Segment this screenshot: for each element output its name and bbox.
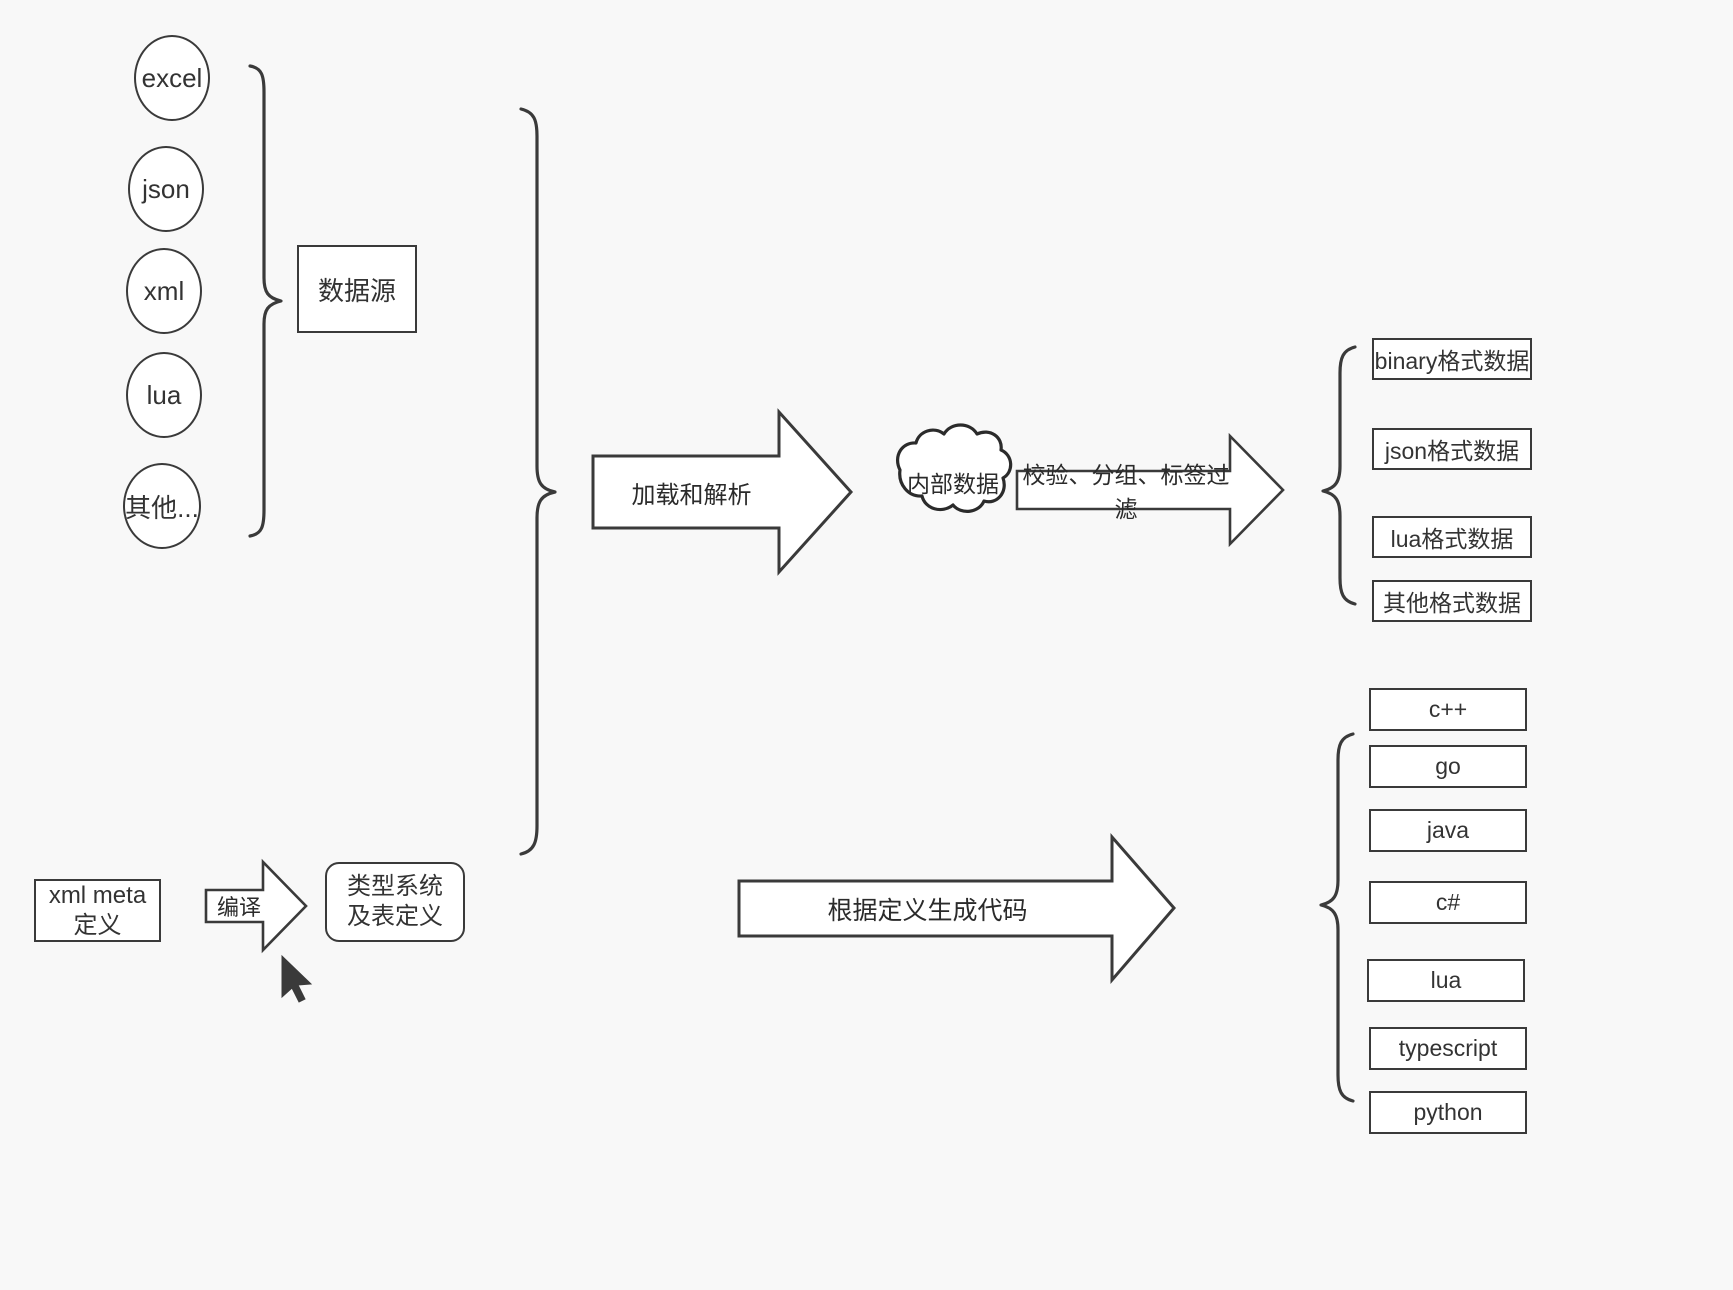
output-language-typescript-label: typescript — [1398, 1035, 1498, 1061]
output-format-lua[interactable]: lua格式数据 — [1372, 516, 1532, 558]
output-format-other[interactable]: 其他格式数据 — [1372, 580, 1532, 622]
output-language-python[interactable]: python — [1369, 1091, 1527, 1134]
datasource-json[interactable]: json — [128, 146, 204, 232]
output-format-json-label: json格式数据 — [1384, 438, 1520, 464]
output-language-csharp[interactable]: c# — [1369, 881, 1527, 924]
output-language-go[interactable]: go — [1369, 745, 1527, 788]
output-language-lua[interactable]: lua — [1367, 959, 1525, 1002]
type-system-label: 类型系统及表定义 — [347, 873, 443, 930]
datasource-lua[interactable]: lua — [126, 352, 202, 438]
datasource-other[interactable]: 其他... — [123, 463, 201, 549]
arrow-compile — [204, 858, 308, 954]
output-format-binary[interactable]: binary格式数据 — [1372, 338, 1532, 380]
output-format-json[interactable]: json格式数据 — [1372, 428, 1532, 470]
datasource-json-label: json — [142, 173, 190, 204]
arrow-load-parse — [591, 408, 854, 576]
brace-pipeline-input — [519, 107, 557, 856]
arrow-generate-code — [737, 833, 1176, 985]
output-format-lua-label: lua格式数据 — [1390, 526, 1514, 552]
datasource-group-label: 数据源 — [317, 275, 396, 306]
xml-meta-definition-box[interactable]: xml meta定义 — [34, 879, 161, 942]
output-language-typescript[interactable]: typescript — [1369, 1027, 1527, 1070]
datasource-group-box[interactable]: 数据源 — [297, 245, 417, 333]
datasource-excel[interactable]: excel — [134, 35, 210, 121]
output-language-java[interactable]: java — [1369, 809, 1527, 852]
arrow-validate-group-filter — [1015, 432, 1285, 548]
output-format-binary-label: binary格式数据 — [1374, 348, 1530, 374]
brace-data-sources — [248, 64, 283, 538]
type-system-box[interactable]: 类型系统及表定义 — [325, 862, 465, 942]
brace-output-formats — [1321, 345, 1357, 606]
xml-meta-definition-label: xml meta定义 — [48, 881, 147, 939]
datasource-xml-label: xml — [143, 275, 185, 306]
mouse-cursor-icon — [281, 954, 313, 1003]
datasource-excel-label: excel — [141, 62, 203, 93]
output-language-csharp-label: c# — [1435, 889, 1461, 915]
datasource-xml[interactable]: xml — [126, 248, 202, 334]
cloud-internal-data-label: 内部数据 — [907, 471, 999, 497]
cloud-internal-data — [895, 423, 1013, 513]
output-language-java-label: java — [1426, 817, 1470, 843]
output-language-lua-label: lua — [1430, 967, 1462, 993]
output-language-cpp[interactable]: c++ — [1369, 688, 1527, 731]
output-format-other-label: 其他格式数据 — [1383, 590, 1521, 616]
cloud-internal-data-label-wrap: 内部数据 — [901, 462, 1005, 502]
output-language-cpp-label: c++ — [1428, 696, 1468, 722]
output-language-python-label: python — [1413, 1099, 1483, 1125]
datasource-other-label: 其他... — [125, 492, 199, 523]
brace-output-languages — [1319, 732, 1355, 1103]
output-language-go-label: go — [1435, 753, 1461, 779]
datasource-lua-label: lua — [146, 379, 182, 410]
